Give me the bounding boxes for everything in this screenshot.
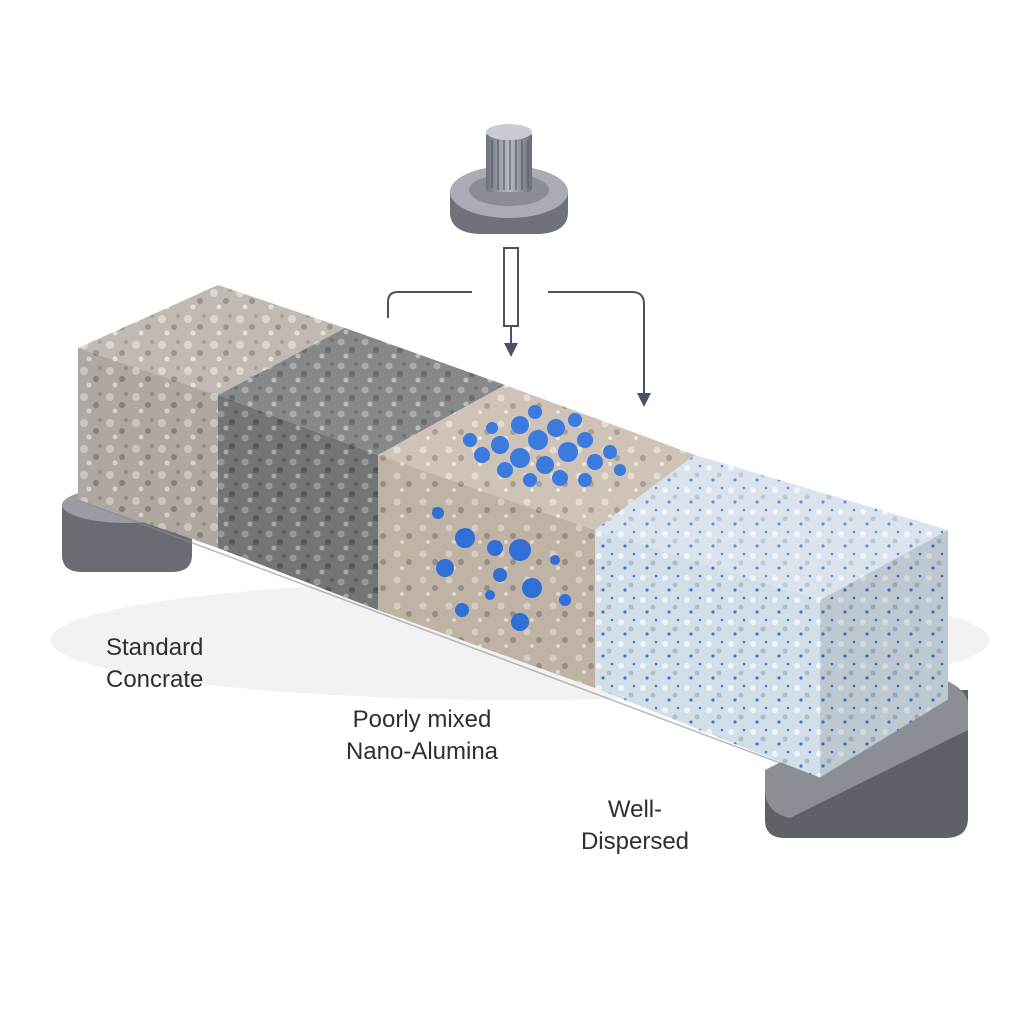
mixer-head-icon <box>450 124 568 234</box>
block-standard-concrete <box>78 285 345 548</box>
down-arrow-icon <box>387 247 651 407</box>
label-standard-line1: Standard <box>106 634 204 661</box>
label-poorly-mixed: Poorly mixed Nano-Alumina <box>332 704 512 768</box>
block-well-dispersed <box>595 455 948 778</box>
label-well-line2: Dispersed <box>580 828 690 855</box>
label-standard-concrete: Standard Concrate <box>106 632 203 696</box>
block-poorly-mixed <box>378 385 695 688</box>
label-poorly-line2: Nano-Alumina <box>345 738 499 765</box>
block-dark-concrete <box>218 328 505 610</box>
nano-particle-cluster <box>463 405 626 487</box>
beam-bottom-edge <box>77 499 949 779</box>
label-standard-line2: Concrate <box>106 666 204 693</box>
label-poorly-line1: Poorly mixed <box>352 706 492 733</box>
label-well-dispersed: Well- Dispersed <box>570 794 700 858</box>
label-well-line1: Well- <box>607 796 663 823</box>
nano-particle-clumps <box>432 507 571 631</box>
